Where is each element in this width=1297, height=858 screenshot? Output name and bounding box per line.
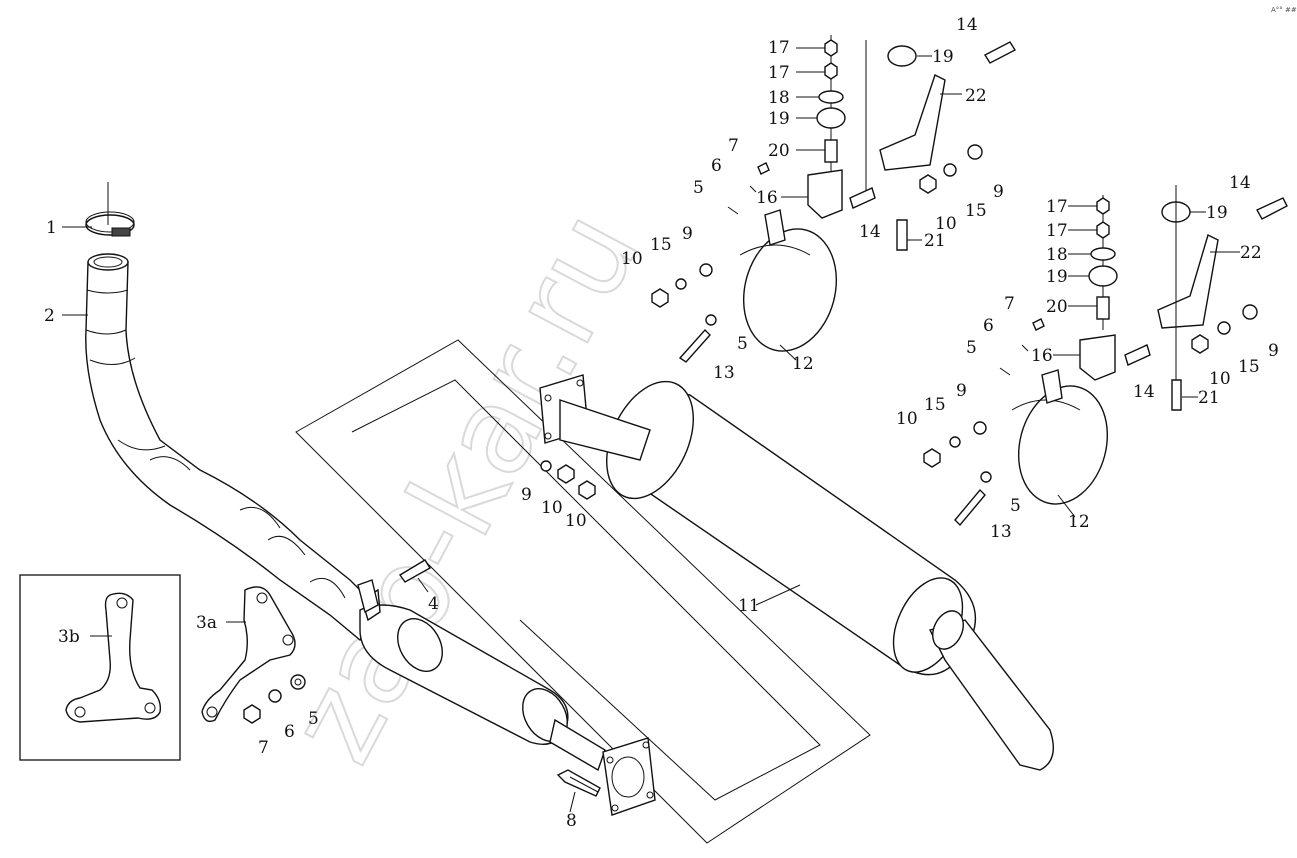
callout-7: 7 xyxy=(258,738,269,758)
callout-5: 5 xyxy=(966,338,977,358)
inlet-flange xyxy=(539,374,651,461)
callout-17: 17 xyxy=(768,38,790,58)
part-11-main-silencer xyxy=(606,380,1054,771)
callout-18: 18 xyxy=(768,88,790,108)
callout-22: 22 xyxy=(1240,243,1262,263)
part-2-front-pipe xyxy=(85,253,381,642)
callout-14: 14 xyxy=(1133,382,1155,402)
lower-right-fasteners xyxy=(923,318,1045,527)
callout-10: 10 xyxy=(541,498,563,518)
upper-left-fasteners xyxy=(651,162,770,363)
callout-17: 17 xyxy=(768,63,790,83)
inset-box-3b xyxy=(19,574,181,761)
callout-12: 12 xyxy=(1068,512,1090,532)
callout-19: 19 xyxy=(1046,267,1068,287)
callout-5: 5 xyxy=(737,334,748,354)
callout-17: 17 xyxy=(1046,221,1068,241)
callout-12: 12 xyxy=(792,354,814,374)
callout-22: 22 xyxy=(965,86,987,106)
callout-3a: 3a xyxy=(196,613,217,633)
callout-9: 9 xyxy=(993,182,1004,202)
callout-21: 21 xyxy=(1198,388,1220,408)
callout-10: 10 xyxy=(1209,369,1231,389)
callout-14: 14 xyxy=(1229,173,1251,193)
right-hanger-assembly xyxy=(1079,185,1288,411)
callout-20: 20 xyxy=(768,141,790,161)
callout-1: 1 xyxy=(46,218,57,238)
callout-10: 10 xyxy=(565,511,587,531)
part-12-band-upper xyxy=(739,209,838,352)
leader-lines xyxy=(62,47,1240,813)
callout-16: 16 xyxy=(756,188,778,208)
callout-3b: 3b xyxy=(58,627,80,647)
corner-mark: A°° ### xyxy=(1271,6,1297,14)
callout-10: 10 xyxy=(896,409,918,429)
callout-labels: 1 2 3a 3b 4 5 6 7 8 9 10 10 11 10 15 9 5… xyxy=(44,6,1297,831)
callout-7: 7 xyxy=(728,136,739,156)
part-8-bolt xyxy=(556,769,601,797)
frame-outline xyxy=(295,339,871,844)
part-12-band-lower xyxy=(1011,369,1109,505)
callout-17: 17 xyxy=(1046,197,1068,217)
upper-hanger-assembly xyxy=(807,35,1016,251)
callout-19: 19 xyxy=(768,109,790,129)
callout-13: 13 xyxy=(990,522,1012,542)
callout-9: 9 xyxy=(521,485,532,505)
callout-2: 2 xyxy=(44,306,55,326)
callout-8: 8 xyxy=(566,811,577,831)
callout-13: 13 xyxy=(713,363,735,383)
callout-6: 6 xyxy=(284,722,295,742)
callout-20: 20 xyxy=(1046,297,1068,317)
callout-5: 5 xyxy=(693,178,704,198)
callout-15: 15 xyxy=(965,201,987,221)
callout-9: 9 xyxy=(682,224,693,244)
callout-15: 15 xyxy=(924,395,946,415)
callout-4: 4 xyxy=(428,594,439,614)
callout-9: 9 xyxy=(1268,341,1279,361)
callout-14: 14 xyxy=(859,222,881,242)
callout-6: 6 xyxy=(711,156,722,176)
callout-9: 9 xyxy=(956,381,967,401)
part-1-clamp xyxy=(85,182,135,237)
callout-21: 21 xyxy=(924,231,946,251)
callout-6: 6 xyxy=(983,316,994,336)
callout-14: 14 xyxy=(956,15,978,35)
callout-5: 5 xyxy=(1010,496,1021,516)
callout-5: 5 xyxy=(308,709,319,729)
fasteners-3a xyxy=(243,674,306,724)
outlet-flange xyxy=(602,737,656,816)
callout-18: 18 xyxy=(1046,245,1068,265)
callout-16: 16 xyxy=(1031,346,1053,366)
callout-10: 10 xyxy=(935,214,957,234)
callout-15: 15 xyxy=(650,235,672,255)
callout-10: 10 xyxy=(621,249,643,269)
part-3b-bracket xyxy=(65,592,162,723)
callout-19: 19 xyxy=(932,47,954,67)
callout-7: 7 xyxy=(1004,294,1015,314)
nuts-inlet xyxy=(540,460,596,500)
callout-11: 11 xyxy=(738,596,760,616)
part-3a-bracket xyxy=(201,586,296,723)
callout-19: 19 xyxy=(1206,203,1228,223)
part-4-clamp xyxy=(357,559,431,614)
callout-15: 15 xyxy=(1238,357,1260,377)
